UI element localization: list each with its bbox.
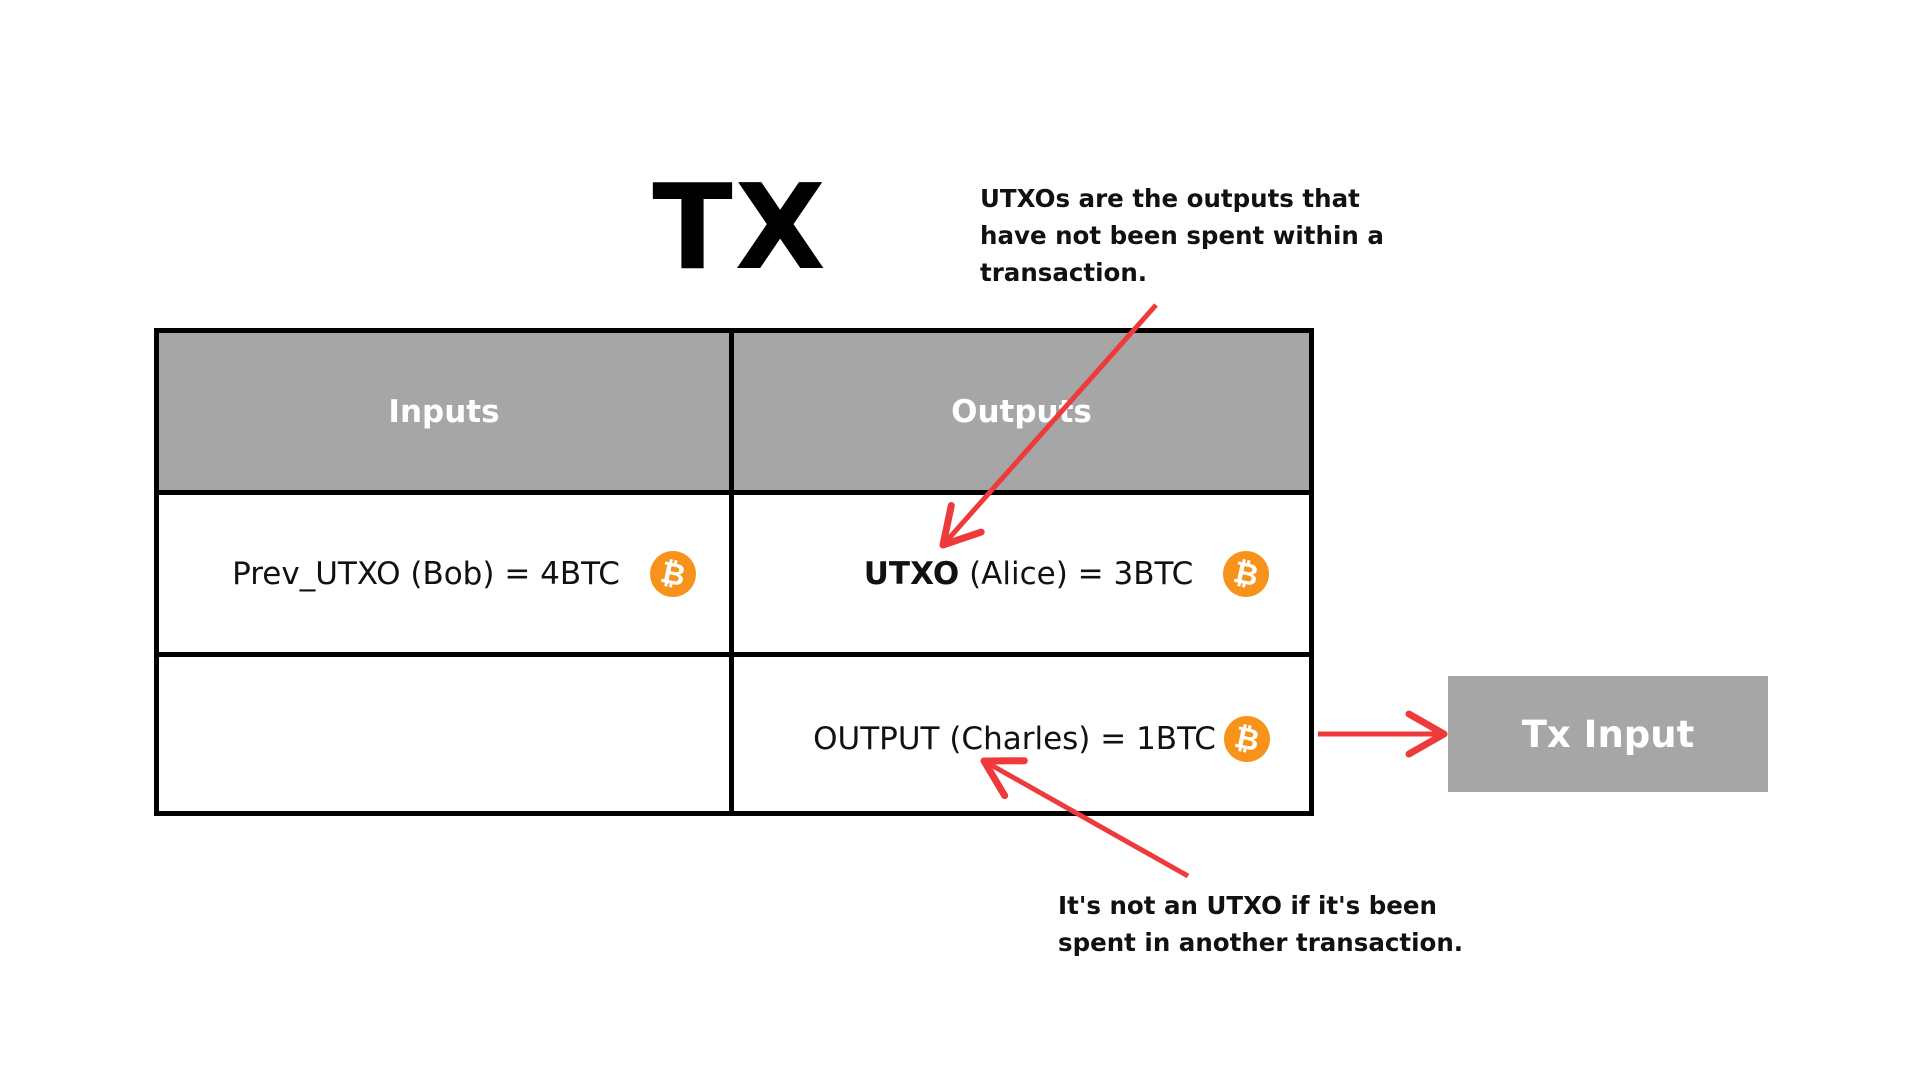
input-cell-row2 <box>159 657 734 811</box>
output-charles-label: OUTPUT (Charles) = 1BTC <box>813 721 1216 757</box>
prev-utxo-label: Prev_UTXO (Bob) = 4BTC <box>232 555 620 592</box>
utxo-annotation-line3: transaction. <box>980 258 1148 287</box>
utxo-alice-label: UTXO (Alice) = 3BTC <box>864 556 1194 592</box>
inputs-header: Inputs <box>159 333 734 495</box>
spent-annotation: It's not an UTXO if it's been spent in a… <box>1058 887 1463 961</box>
bitcoin-icon: ₿ <box>1219 711 1275 767</box>
spent-annotation-line1: It's not an UTXO if it's been <box>1058 891 1437 920</box>
utxo-bold-label: UTXO <box>863 555 960 592</box>
utxo-annotation-line2: have not been spent within a <box>980 221 1384 250</box>
output-cell-row2: OUTPUT (Charles) = 1BTC ₿ <box>734 657 1309 811</box>
tx-input-box: Tx Input <box>1448 676 1768 792</box>
outputs-header: Outputs <box>734 333 1309 495</box>
utxo-annotation-line1: UTXOs are the outputs that <box>980 184 1360 213</box>
transaction-table: Inputs Outputs Prev_UTXO (Bob) = 4BTC ₿ … <box>154 328 1314 816</box>
utxo-alice-text: (Alice) = 3BTC <box>959 555 1194 592</box>
spent-annotation-line2: spent in another transaction. <box>1058 928 1464 957</box>
diagram-title: TX <box>652 158 828 296</box>
input-cell-row1: Prev_UTXO (Bob) = 4BTC ₿ <box>159 495 734 657</box>
utxo-annotation: UTXOs are the outputs that have not been… <box>980 180 1384 291</box>
bitcoin-icon: ₿ <box>645 546 701 601</box>
bitcoin-icon: ₿ <box>1218 546 1274 601</box>
output-cell-row1: UTXO (Alice) = 3BTC ₿ <box>734 495 1309 657</box>
